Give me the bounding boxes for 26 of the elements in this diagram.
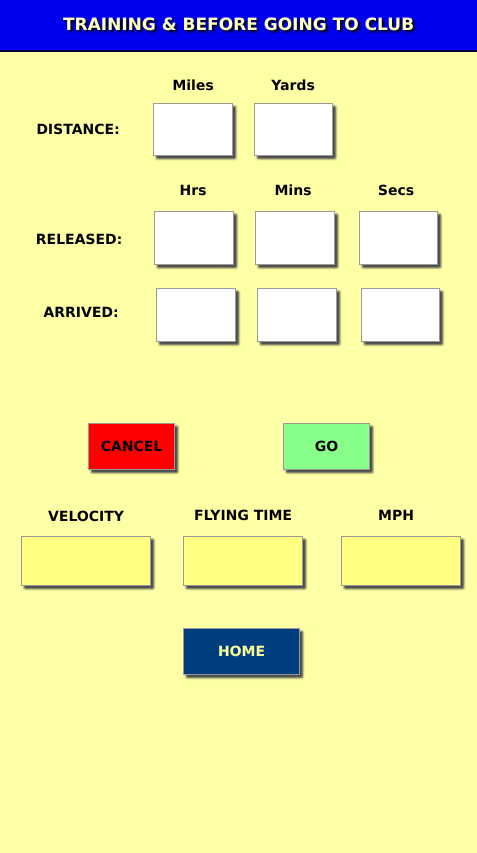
input-field: [255, 211, 335, 265]
field-label: FLYING TIME: [194, 508, 292, 524]
column-header: Miles: [172, 78, 214, 94]
output-field: [21, 536, 151, 586]
input-field: [359, 211, 438, 265]
home-button: HOME: [183, 628, 300, 675]
input-field: [254, 103, 333, 156]
input-field: [257, 288, 337, 342]
column-header: Yards: [271, 78, 315, 94]
cancel-button: CANCEL: [88, 423, 175, 470]
column-header: Secs: [378, 183, 414, 199]
row-label: ARRIVED:: [43, 305, 119, 321]
go-button: GO: [283, 423, 370, 470]
column-header: Mins: [274, 183, 312, 199]
input-field: [153, 103, 233, 156]
field-label: MPH: [378, 508, 414, 524]
input-field: [156, 288, 236, 342]
row-label: RELEASED:: [36, 232, 122, 248]
row-label: DISTANCE:: [36, 122, 120, 138]
input-field: [361, 288, 440, 342]
field-label: VELOCITY: [48, 509, 124, 525]
column-header: Hrs: [180, 183, 206, 199]
output-field: [183, 536, 303, 586]
title-text: TRAINING & BEFORE GOING TO CLUB: [62, 15, 414, 35]
input-field: [154, 211, 234, 265]
output-field: [341, 536, 461, 586]
